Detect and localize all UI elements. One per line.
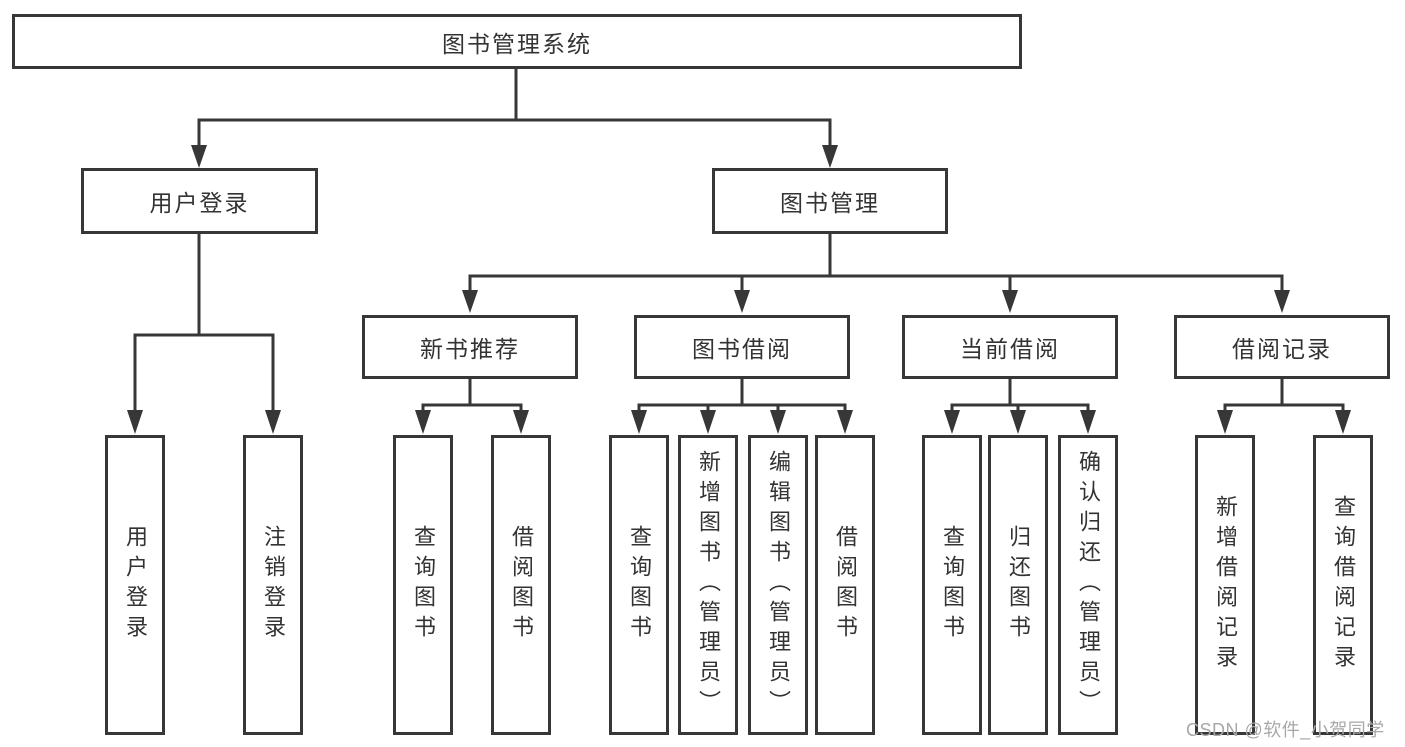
node-label: 图书管理系统 (442, 30, 592, 57)
node-label: 新书推荐 (420, 336, 520, 362)
watermark-text: CSDN @软件_小贺同学 (1186, 720, 1385, 740)
arrowhead-icon (822, 145, 838, 168)
node-label: 确认归还（管理员） (1076, 450, 1101, 720)
connector-book-management-children (468, 234, 1284, 293)
arrowhead-icon (1002, 290, 1018, 313)
node-current-borrow: 当前借阅 (902, 315, 1118, 379)
arrowhead-icon (700, 410, 716, 434)
node-label: 编辑图书（管理员） (766, 450, 791, 720)
node-leaf-query-borrow-record: 查询借阅记录 (1313, 435, 1373, 735)
node-book-borrow: 图书借阅 (634, 315, 850, 379)
node-label: 用户登录 (123, 525, 148, 645)
connector-borrow-record-children (1223, 379, 1345, 413)
node-label: 借阅图书 (833, 525, 858, 645)
node-leaf-logout: 注销登录 (243, 435, 303, 735)
node-label: 归还图书 (1006, 525, 1031, 645)
node-leaf-borrow-book-1: 借阅图书 (491, 435, 551, 735)
arrowhead-icon (944, 410, 960, 434)
node-new-book-recommend: 新书推荐 (362, 315, 578, 379)
arrowhead-icon (1080, 410, 1096, 434)
node-label: 查询图书 (411, 525, 436, 645)
node-leaf-confirm-return-admin: 确认归还（管理员） (1058, 435, 1118, 735)
connector-root-to-level2 (197, 69, 832, 148)
arrowhead-icon (462, 290, 478, 313)
node-book-management: 图书管理 (712, 168, 948, 234)
node-leaf-query-book-3: 查询图书 (922, 435, 982, 735)
node-label: 查询借阅记录 (1331, 495, 1356, 675)
node-label: 查询图书 (627, 525, 652, 645)
node-user-login: 用户登录 (81, 168, 318, 234)
node-label: 借阅图书 (509, 525, 534, 645)
arrowhead-icon (837, 410, 853, 434)
node-label: 当前借阅 (960, 336, 1060, 362)
arrowhead-icon (1217, 410, 1233, 434)
node-leaf-query-book-2: 查询图书 (609, 435, 669, 735)
connector-book-borrow-children (637, 379, 847, 413)
node-label: 借阅记录 (1232, 336, 1332, 362)
node-leaf-add-borrow-record: 新增借阅记录 (1195, 435, 1255, 735)
node-leaf-query-book-1: 查询图书 (393, 435, 453, 735)
node-root-system: 图书管理系统 (12, 14, 1022, 69)
arrowhead-icon (415, 410, 431, 434)
arrowhead-icon (191, 145, 207, 168)
arrowhead-icon (265, 410, 281, 434)
node-leaf-edit-book-admin: 编辑图书（管理员） (748, 435, 808, 735)
arrowhead-icon (127, 410, 143, 434)
node-leaf-user-login: 用户登录 (105, 435, 165, 735)
node-leaf-add-book-admin: 新增图书（管理员） (678, 435, 738, 735)
arrowhead-icon (770, 410, 786, 434)
node-label: 注销登录 (261, 525, 286, 645)
connector-user-login-children (133, 234, 275, 413)
node-label: 用户登录 (149, 190, 250, 216)
arrowhead-icon (631, 410, 647, 434)
arrowhead-icon (1010, 410, 1026, 434)
node-label: 图书管理 (780, 190, 880, 216)
connector-current-borrow-children (950, 379, 1090, 413)
connector-new-book-children (421, 379, 523, 413)
arrowhead-icon (734, 290, 750, 313)
arrowhead-icon (1274, 290, 1290, 313)
node-label: 图书借阅 (692, 336, 792, 362)
node-leaf-return-book: 归还图书 (988, 435, 1048, 735)
node-label: 新增图书（管理员） (696, 450, 721, 720)
node-borrow-record: 借阅记录 (1174, 315, 1390, 379)
arrowhead-icon (1335, 410, 1351, 434)
node-label: 新增借阅记录 (1213, 495, 1238, 675)
node-leaf-borrow-book-2: 借阅图书 (815, 435, 875, 735)
arrowhead-icon (513, 410, 529, 434)
node-label: 查询图书 (940, 525, 965, 645)
